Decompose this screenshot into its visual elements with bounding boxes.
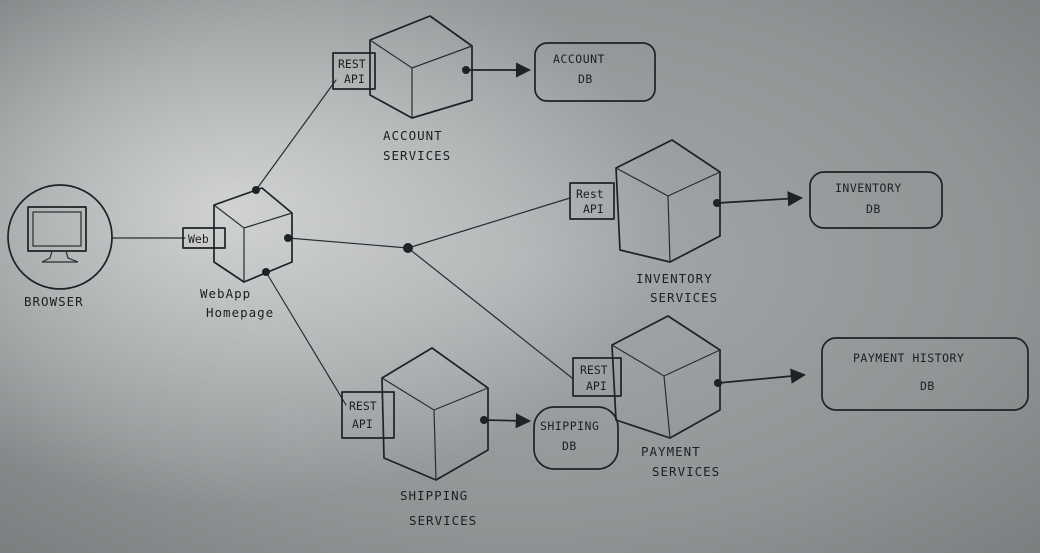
inventory-db [809, 171, 943, 229]
webapp-account-link [255, 79, 337, 191]
inventory-label-line2: SERVICES [650, 290, 718, 305]
payment-cube [611, 315, 721, 439]
webapp-node: Web WebApp Homepage [182, 187, 293, 320]
monitor-screen [32, 211, 82, 247]
account-label-line1: ACCOUNT [383, 128, 443, 143]
payment-tag-line1: REST [580, 363, 608, 377]
inventory-cube [615, 139, 721, 263]
webapp-label-line1: WebApp [200, 286, 251, 301]
account-tag-line1: REST [338, 57, 366, 71]
inventory-tag-line2: API [583, 202, 604, 216]
webapp-cube [213, 187, 293, 283]
payment-services-node: REST API PAYMENT SERVICES PAYMENT HISTOR… [572, 315, 1029, 479]
inventory-db-line2: DB [866, 202, 881, 216]
shipping-label-line2: SERVICES [409, 513, 477, 528]
shipping-db-arrow [483, 413, 532, 429]
browser-circle [7, 184, 113, 290]
account-cube [369, 15, 473, 119]
shipping-services-node: REST API SHIPPING SERVICES SHIPPING DB [341, 347, 619, 528]
shipping-cube [381, 347, 489, 481]
monitor-icon [27, 206, 87, 252]
hub-inventory-link [407, 197, 571, 249]
payment-db-arrow [717, 368, 807, 384]
inventory-tag-line1: Rest [576, 187, 604, 201]
shipping-label-line1: SHIPPING [400, 488, 468, 503]
shipping-rest-tag [341, 391, 395, 439]
browser-label: BROWSER [24, 294, 84, 309]
account-db-line1: ACCOUNT [553, 52, 605, 66]
webapp-hub-link [287, 237, 409, 249]
payment-rest-tag [572, 357, 622, 397]
payment-label-line2: SERVICES [652, 464, 720, 479]
shipping-tag-line1: REST [349, 399, 377, 413]
inventory-db-arrow [716, 191, 804, 207]
connectors [112, 79, 573, 406]
payment-label-line1: PAYMENT [641, 444, 701, 459]
browser-node: BROWSER [7, 184, 113, 309]
inventory-services-node: Rest API INVENTORY SERVICES INVENTORY DB [569, 139, 943, 305]
webapp-label-line2: Homepage [206, 305, 274, 320]
shipping-tag-line2: API [352, 417, 373, 431]
inventory-rest-tag [569, 182, 615, 220]
payment-history-db [821, 337, 1029, 411]
shipping-db [533, 406, 619, 470]
web-tag-text: Web [188, 232, 209, 246]
webapp-shipping-link [265, 271, 347, 406]
shipping-db-line2: DB [562, 439, 577, 453]
payment-tag-line2: API [586, 379, 607, 393]
payment-db-line2: DB [920, 379, 935, 393]
shipping-db-line1: SHIPPING [540, 419, 599, 433]
account-db-line2: DB [578, 72, 593, 86]
account-rest-tag [332, 52, 376, 90]
monitor-stand-icon [41, 250, 79, 263]
hub-payment-link [407, 247, 573, 379]
web-tag [182, 227, 226, 249]
account-services-node: REST API ACCOUNT SERVICES ACCOUNT DB [332, 15, 656, 163]
inventory-label-line1: INVENTORY [636, 271, 713, 286]
hub-dot [403, 243, 413, 253]
account-label-line2: SERVICES [383, 148, 451, 163]
payment-db-line1: PAYMENT HISTORY [853, 351, 964, 365]
account-tag-line2: API [344, 72, 365, 86]
inventory-db-line1: INVENTORY [835, 181, 902, 195]
account-db [534, 42, 656, 102]
junction-dot [284, 234, 292, 242]
